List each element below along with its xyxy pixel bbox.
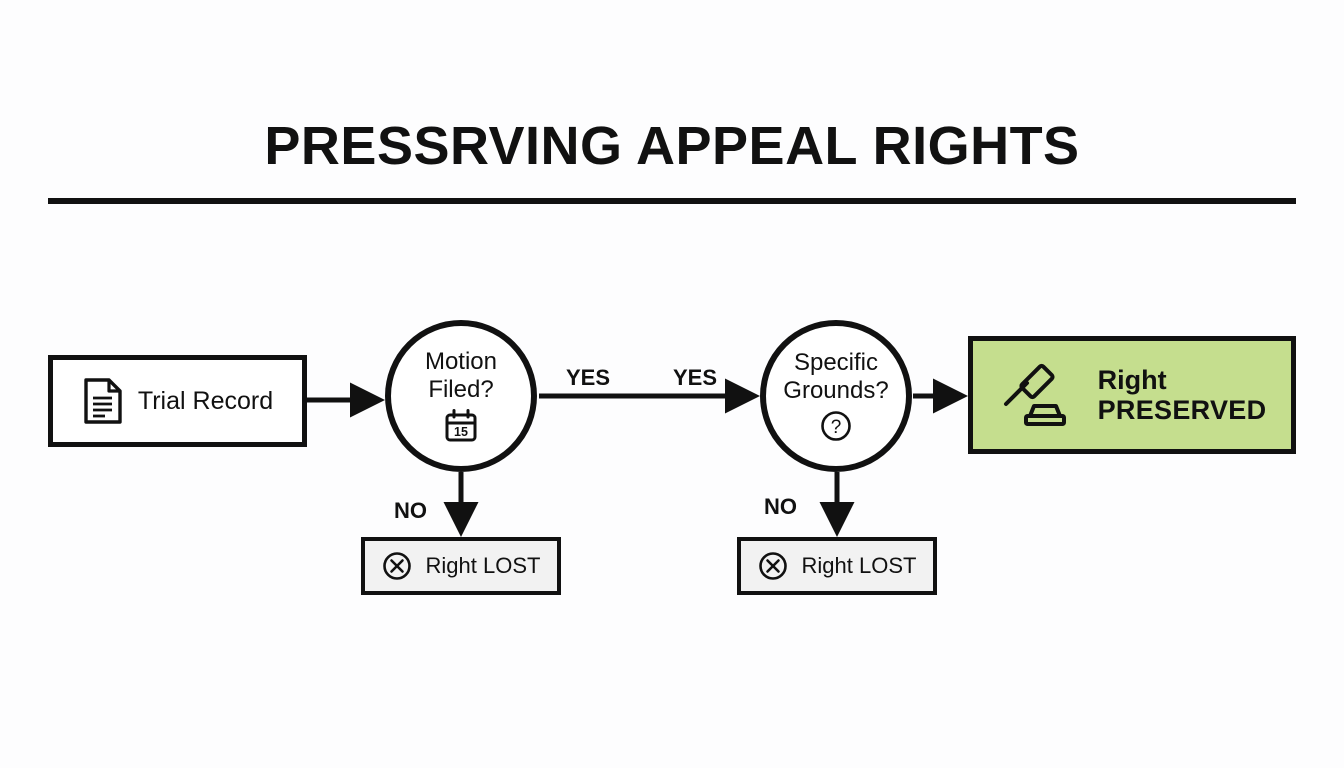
edge-label-yes-1: YES: [566, 365, 611, 390]
node-right-preserved-label-line2: PRESERVED: [1097, 395, 1267, 425]
calendar-icon-day: 15: [454, 425, 468, 439]
node-right-lost-1-label: Right LOST: [425, 553, 541, 578]
node-right-lost-2-label: Right LOST: [801, 553, 917, 578]
node-motion-filed-label-line1: Motion: [424, 347, 498, 375]
question-mark-circle-icon: ?: [819, 409, 853, 443]
page-title: PRESSRVING APPEAL RIGHTS: [264, 116, 1080, 176]
svg-text:?: ?: [831, 417, 842, 438]
node-specific-grounds-label-line2: Grounds?: [783, 377, 889, 404]
circle-x-icon: [382, 551, 412, 581]
node-right-preserved-label-line1: Right: [1097, 364, 1167, 395]
document-icon: [82, 377, 124, 425]
circle-x-icon: [758, 551, 788, 581]
node-motion-filed-label-line2: Filed?: [428, 376, 494, 403]
node-trial-record[interactable]: Trial Record: [48, 355, 307, 447]
calendar-icon: 15: [443, 408, 479, 444]
node-specific-grounds-label-line1: Specific: [793, 348, 879, 376]
title-divider: [48, 198, 1296, 204]
node-right-lost-1[interactable]: Right LOST: [361, 537, 561, 595]
node-right-lost-2[interactable]: Right LOST: [737, 537, 937, 595]
node-right-preserved[interactable]: Right PRESERVED: [968, 336, 1296, 454]
edge-label-no-1: NO: [394, 498, 427, 523]
node-motion-filed[interactable]: Motion Filed? 15: [385, 320, 537, 472]
node-specific-grounds[interactable]: Specific Grounds? ?: [760, 320, 912, 472]
node-trial-record-label: Trial Record: [137, 386, 274, 415]
edge-label-yes-2: YES: [673, 365, 718, 390]
node-right-preserved-text: Right PRESERVED: [1098, 365, 1267, 425]
edge-label-no-2: NO: [764, 494, 797, 519]
gavel-icon: [998, 360, 1072, 430]
title-block: PRESSRVING APPEAL RIGHTS: [0, 118, 1344, 175]
